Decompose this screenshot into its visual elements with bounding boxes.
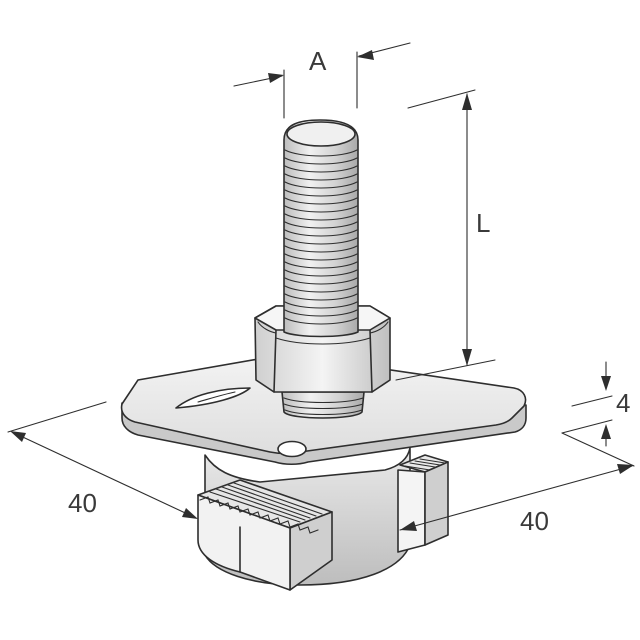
left-serrated-block — [197, 479, 333, 591]
dimension-width-label: 40 — [520, 506, 549, 536]
dimension-l-label: L — [476, 208, 490, 238]
dimension-width: 40 — [399, 432, 635, 536]
lower-thread — [281, 391, 365, 419]
dimension-a: A — [233, 42, 411, 119]
plate-hole — [277, 440, 307, 458]
stud-end — [286, 121, 356, 147]
dimension-depth: 40 — [7, 401, 198, 519]
right-serrated-block — [397, 454, 449, 553]
threaded-stud — [283, 119, 359, 338]
dimension-a-label: A — [309, 46, 327, 76]
dimension-depth-label: 40 — [68, 488, 97, 518]
channel-nut — [197, 447, 449, 591]
dimension-l: L — [395, 89, 496, 381]
dimension-thickness-label: 4 — [616, 388, 630, 418]
dimension-thickness: 4 — [561, 361, 630, 447]
